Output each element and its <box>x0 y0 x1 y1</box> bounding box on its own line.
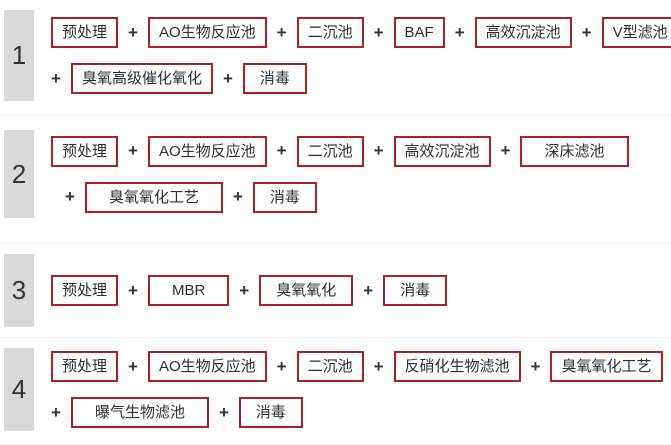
process-step-box: 二沉池 <box>296 351 364 382</box>
flow-line: + 臭氧氧化工艺 + 消毒 <box>65 181 671 213</box>
flow-line: + 曝气生物滤池 + 消毒 <box>51 397 671 428</box>
process-row-2: 2 预处理 + AO生物反应池 + 二沉池 + 高效沉淀池 + 深床滤池 + 臭氧氧化工艺 + 消毒 <box>0 115 671 243</box>
flow-line: 预处理 + AO生物反应池 + 二沉池 + 反硝化生物滤池 + 臭氧氧化工艺 <box>51 351 671 382</box>
process-step-box: 反硝化生物滤池 <box>393 351 521 382</box>
plus-separator: + <box>373 141 384 160</box>
flow-line: 预处理 + AO生物反应池 + 二沉池 + BAF + 高效沉淀池 + V型滤池 <box>51 17 671 48</box>
plus-separator: + <box>363 280 374 300</box>
process-row-3: 3 预处理 + MBR + 臭氧氧化 + 消毒 <box>0 243 671 337</box>
process-step-box: 臭氧高级催化氧化 <box>70 63 213 94</box>
process-step-box: 二沉池 <box>296 17 364 48</box>
plus-separator: + <box>65 187 75 206</box>
plus-separator: + <box>232 187 243 206</box>
row-number-block: 1 <box>4 10 34 101</box>
process-step-box: 消毒 <box>383 275 448 306</box>
plus-separator: + <box>500 141 511 160</box>
process-flow: 预处理 + AO生物反应池 + 二沉池 + 反硝化生物滤池 + 臭氧氧化工艺 + 曝气生物滤池 + 消毒 <box>51 348 671 431</box>
row-number-block: 2 <box>4 130 34 218</box>
process-step-box: 预处理 <box>51 17 119 48</box>
process-step-box: 曝气生物滤池 <box>70 397 209 428</box>
plus-separator: + <box>128 356 138 376</box>
process-step-box: 臭氧氧化工艺 <box>550 351 663 382</box>
plus-separator: + <box>128 22 138 42</box>
process-step-box: 二沉池 <box>296 135 364 167</box>
process-step-box: 臭氧氧化工艺 <box>84 181 223 213</box>
plus-separator: + <box>51 68 61 88</box>
process-step-box: 消毒 <box>242 63 307 94</box>
process-flow: 预处理 + MBR + 臭氧氧化 + 消毒 <box>51 254 671 327</box>
plus-separator: + <box>128 280 138 300</box>
process-step-box: 高效沉淀池 <box>393 135 491 167</box>
process-flow: 预处理 + AO生物反应池 + 二沉池 + 高效沉淀池 + 深床滤池 + 臭氧氧化工艺 + 消毒 <box>51 130 671 218</box>
process-step-box: 消毒 <box>238 397 303 428</box>
process-step-box: 高效沉淀池 <box>474 17 572 48</box>
row-number-block: 4 <box>4 348 34 431</box>
process-step-box: AO生物反应池 <box>147 351 267 382</box>
process-step-box: AO生物反应池 <box>147 135 267 167</box>
plus-separator: + <box>530 356 541 376</box>
process-step-box: 预处理 <box>51 351 119 382</box>
plus-separator: + <box>239 280 250 300</box>
flow-line: 预处理 + MBR + 臭氧氧化 + 消毒 <box>51 275 671 306</box>
flow-line: 预处理 + AO生物反应池 + 二沉池 + 高效沉淀池 + 深床滤池 <box>51 135 671 167</box>
plus-separator: + <box>222 68 233 88</box>
plus-separator: + <box>51 402 61 422</box>
flow-line: + 臭氧高级催化氧化 + 消毒 <box>51 63 671 94</box>
process-row-1: 1 预处理 + AO生物反应池 + 二沉池 + BAF + 高效沉淀池 + V型滤池 + 臭氧高级催化氧化… <box>0 0 671 115</box>
row-number-block: 3 <box>4 254 34 327</box>
process-row-4: 4 预处理 + AO生物反应池 + 二沉池 + 反硝化生物滤池 + 臭氧氧化工艺 + 曝气生物滤池 + 消… <box>0 337 671 445</box>
plus-separator: + <box>373 22 384 42</box>
process-step-box: MBR <box>147 275 230 306</box>
process-step-box: AO生物反应池 <box>147 17 267 48</box>
process-flow: 预处理+AO生物反应池+二沉池+BAF+高效沉淀池+V型滤池+臭氧高级催化氧化+… <box>51 10 671 101</box>
process-step-box: BAF <box>393 17 445 48</box>
process-step-box: 预处理 <box>51 275 119 306</box>
process-step-box: 消毒 <box>252 181 317 213</box>
process-step-box: 深床滤池 <box>520 135 629 167</box>
plus-separator: + <box>276 141 287 160</box>
plus-separator: + <box>218 402 229 422</box>
process-step-box: 臭氧氧化 <box>259 275 354 306</box>
process-step-box: 预处理 <box>51 135 119 167</box>
plus-separator: + <box>454 22 465 42</box>
plus-separator: + <box>128 141 138 160</box>
plus-separator: + <box>276 22 287 42</box>
plus-separator: + <box>373 356 384 376</box>
plus-separator: + <box>581 22 592 42</box>
plus-separator: + <box>276 356 287 376</box>
process-step-box: V型滤池 <box>601 17 671 48</box>
